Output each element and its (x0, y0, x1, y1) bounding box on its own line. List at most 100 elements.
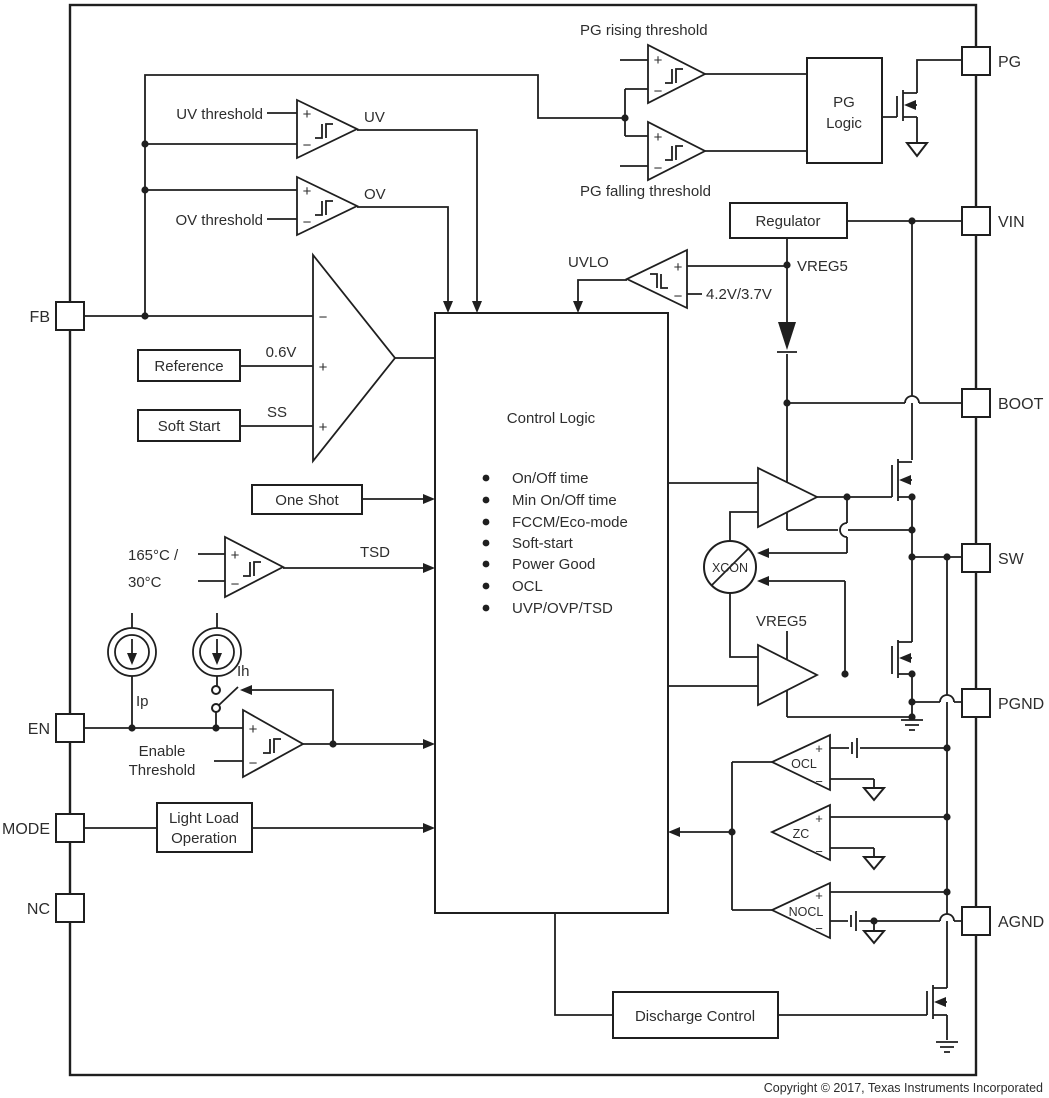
ov-net-label: OV (364, 186, 386, 203)
zc-label: ZC (793, 827, 810, 841)
ocl-label: OCL (791, 757, 817, 771)
nocl-label: NOCL (789, 905, 824, 919)
vref-label: 0.6V (266, 344, 297, 361)
enable-switch-icon (211, 685, 221, 713)
pg-logic-block: PG Logic (806, 57, 883, 164)
tsd-comparator: + − (224, 535, 285, 599)
regulator-block: Regulator (729, 202, 848, 239)
zc-plus-sign: + (815, 811, 823, 826)
pin-nc-label: NC (27, 901, 50, 918)
regulator-label: Regulator (755, 213, 820, 230)
reference-label: Reference (154, 358, 223, 375)
ea-minus-sign: − (319, 309, 328, 326)
wire-hop-icons (839, 395, 955, 922)
one-shot-label: One Shot (275, 492, 339, 509)
pg-falling-threshold-label: PG falling threshold (580, 183, 711, 200)
uv-comparator: + − (296, 98, 360, 160)
cl-item-2: FCCM/Eco-mode (512, 514, 628, 531)
tsd-net-label: TSD (360, 544, 390, 561)
nocl-minus-sign: − (815, 921, 823, 936)
pg-logic-label-1: PG (833, 94, 855, 111)
pin-pgnd-label: PGND (998, 696, 1044, 713)
light-load-label-2: Operation (171, 830, 237, 847)
pin-fb-label: FB (30, 309, 50, 326)
enable-comparator: + − (242, 708, 305, 779)
pg-rising-plus-sign: + (654, 52, 663, 69)
pg-logic-label-2: Logic (826, 115, 862, 132)
uvlo-net-label: UVLO (568, 254, 609, 271)
uv-minus-sign: − (303, 137, 312, 154)
pin-nc: NC (27, 893, 85, 923)
pin-sw-label: SW (998, 551, 1025, 568)
discharge-control-label: Discharge Control (635, 1008, 755, 1025)
discharge-control-block: Discharge Control (612, 991, 779, 1039)
copyright-text: Copyright © 2017, Texas Instruments Inco… (764, 1081, 1043, 1095)
chassis-ground-icon-zc (861, 856, 887, 871)
pg-falling-minus-sign: − (654, 160, 663, 177)
xcon-label: XCON (712, 561, 748, 575)
cl-item-6: UVP/OVP/TSD (512, 600, 613, 617)
pin-boot-label: BOOT (998, 396, 1044, 413)
junction-dots (128, 114, 951, 925)
ov-comparator: + − (296, 175, 360, 237)
ip-label: Ip (136, 693, 149, 710)
arrowheads (240, 301, 769, 837)
ss-net-label: SS (267, 404, 287, 421)
zc-minus-sign: − (815, 844, 823, 859)
chassis-ground-icon-pg (904, 142, 930, 158)
pin-pg-label: PG (998, 54, 1021, 71)
control-logic-bullets: On/Off time Min On/Off time FCCM/Eco-mod… (482, 470, 628, 617)
high-side-mosfet-icon (891, 459, 912, 501)
pg-rising-minus-sign: − (654, 83, 663, 100)
pin-pgnd: PGND (961, 688, 1044, 718)
soft-start-label: Soft Start (158, 418, 221, 435)
pin-en: EN (28, 713, 85, 743)
ih-label: Ih (237, 663, 250, 680)
low-side-mosfet-icon (891, 640, 912, 678)
enable-threshold-label-1: Enable (139, 743, 186, 760)
earth-ground-icon-pgnd (901, 719, 923, 731)
wires (84, 59, 962, 1040)
current-source-ih-icon (192, 627, 242, 677)
control-logic-title: Control Logic (507, 410, 596, 427)
cl-item-0: On/Off time (512, 470, 588, 487)
vreg5-driver-label: VREG5 (756, 613, 807, 630)
gate-driver-low (757, 643, 819, 707)
current-source-ip-icon (107, 627, 157, 677)
uvlo-ref-label: 4.2V/3.7V (706, 286, 772, 303)
pin-agnd: AGND (961, 906, 1044, 936)
xcon-symbol: XCON (703, 540, 757, 594)
soft-start-block: Soft Start (137, 409, 241, 442)
pin-vin: VIN (961, 206, 1025, 236)
diode-icon (777, 322, 797, 353)
pg-rising-comparator: + − (647, 43, 707, 105)
tsd-plus-sign: + (231, 547, 240, 564)
ea-plus-sign-ref: + (319, 359, 328, 376)
uv-plus-sign: + (303, 106, 312, 123)
reference-block: Reference (137, 349, 241, 382)
cl-item-5: OCL (512, 578, 543, 595)
tsd-ref-label-2: 30°C (128, 574, 162, 591)
uv-threshold-label: UV threshold (176, 106, 263, 123)
enable-threshold-label-2: Threshold (129, 762, 196, 779)
pin-agnd-label: AGND (998, 914, 1044, 931)
discharge-mosfet-icon (926, 985, 947, 1019)
ocl-minus-sign: − (815, 774, 823, 789)
uvlo-plus-sign: + (674, 259, 683, 276)
tsd-minus-sign: − (231, 576, 240, 593)
control-logic-block: Control Logic On/Off time Min On/Off tim… (434, 312, 669, 914)
pin-mode-label: MODE (2, 821, 50, 838)
cl-item-3: Soft-start (512, 535, 574, 552)
tsd-ref-label-1: 165°C / (128, 547, 179, 564)
chip-outline (68, 3, 978, 1077)
vreg5-net-label: VREG5 (797, 258, 848, 275)
nocl-plus-sign: + (815, 888, 823, 903)
pg-falling-plus-sign: + (654, 129, 663, 146)
chassis-ground-icon-ocl (861, 787, 887, 802)
ocl-comparator: + − OCL (769, 733, 831, 792)
earth-ground-icon-discharge (936, 1041, 958, 1053)
chassis-ground-icon-nocl (861, 930, 887, 945)
pin-sw: SW (961, 543, 1025, 573)
cl-item-1: Min On/Off time (512, 492, 617, 509)
